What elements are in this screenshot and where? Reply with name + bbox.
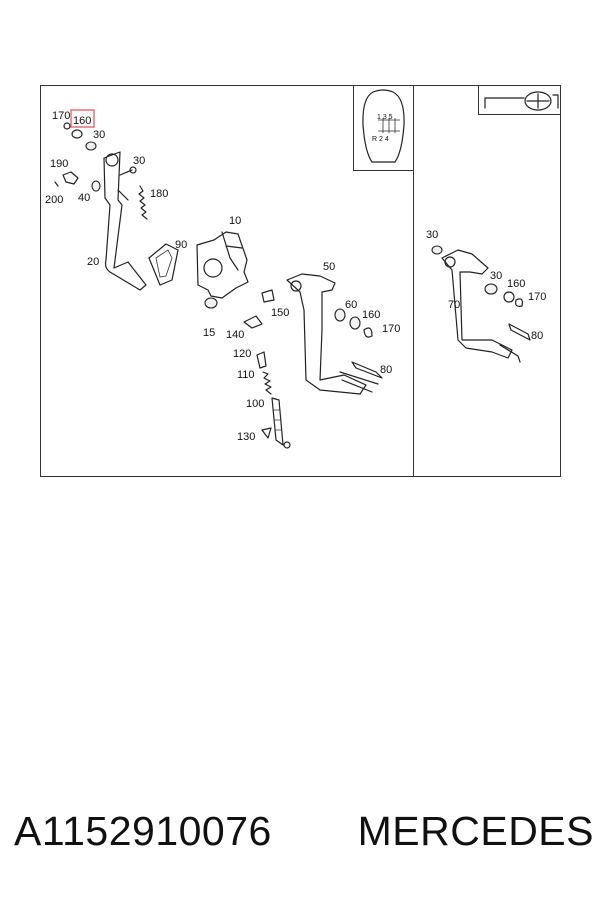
pedal-pad-part	[148, 243, 179, 286]
pedal-bracket-part	[196, 231, 249, 299]
small-parts-left	[54, 122, 137, 192]
callout-200: 200	[45, 194, 63, 206]
callout-150: 150	[271, 307, 289, 319]
callout-15: 15	[203, 327, 215, 339]
callout-100: 100	[246, 398, 264, 410]
callout-120: 120	[233, 348, 251, 360]
pedal-assembly-diagram: 1 3 5 R 2 4	[40, 85, 561, 477]
brake-pedal-part	[286, 273, 379, 395]
callout-190: 190	[50, 158, 68, 170]
callout-170: 170	[52, 110, 70, 122]
callout-90: 90	[175, 239, 187, 251]
callout-70: 70	[448, 299, 460, 311]
callout-110: 110	[237, 369, 255, 381]
spring-part	[138, 185, 148, 220]
brand-name: MERCEDES	[357, 807, 594, 854]
shift-pattern-row1: 1 3 5	[377, 114, 393, 121]
gear-knob-icon	[362, 89, 405, 163]
caption-bar: A1152910076 MERCEDES	[14, 806, 594, 856]
callout-30: 30	[133, 155, 145, 167]
master-cylinder-parts	[243, 289, 291, 449]
callout-30: 30	[490, 270, 502, 282]
clutch-pedal-part	[103, 151, 147, 291]
callout-80: 80	[531, 330, 543, 342]
callout-170: 170	[528, 291, 546, 303]
steering-wheel-icon	[484, 91, 559, 111]
callout-20: 20	[87, 256, 99, 268]
callout-130: 130	[237, 431, 255, 443]
bushing-15	[204, 297, 218, 309]
callout-50: 50	[323, 261, 335, 273]
shift-pattern-inset	[353, 85, 414, 171]
callout-10: 10	[229, 215, 241, 227]
callout-30: 30	[426, 229, 438, 241]
shift-pattern-row2: R 2 4	[372, 136, 389, 143]
callout-40: 40	[78, 192, 90, 204]
callout-170: 170	[382, 323, 400, 335]
bushings-center	[334, 308, 373, 338]
callout-180: 180	[150, 188, 168, 200]
symbol-inset	[478, 85, 561, 115]
callout-160: 160	[507, 278, 525, 290]
callout-80: 80	[380, 364, 392, 376]
callout-160: 160	[362, 309, 380, 321]
callout-160: 160	[73, 115, 91, 127]
diagram-frame	[40, 85, 561, 477]
part-number: A1152910076	[14, 807, 272, 854]
callout-60: 60	[345, 299, 357, 311]
callout-140: 140	[226, 329, 244, 341]
callout-30: 30	[93, 129, 105, 141]
right-pedal-part	[431, 245, 531, 363]
highlight-box	[70, 109, 95, 128]
pedal-rubber-center	[351, 361, 383, 379]
